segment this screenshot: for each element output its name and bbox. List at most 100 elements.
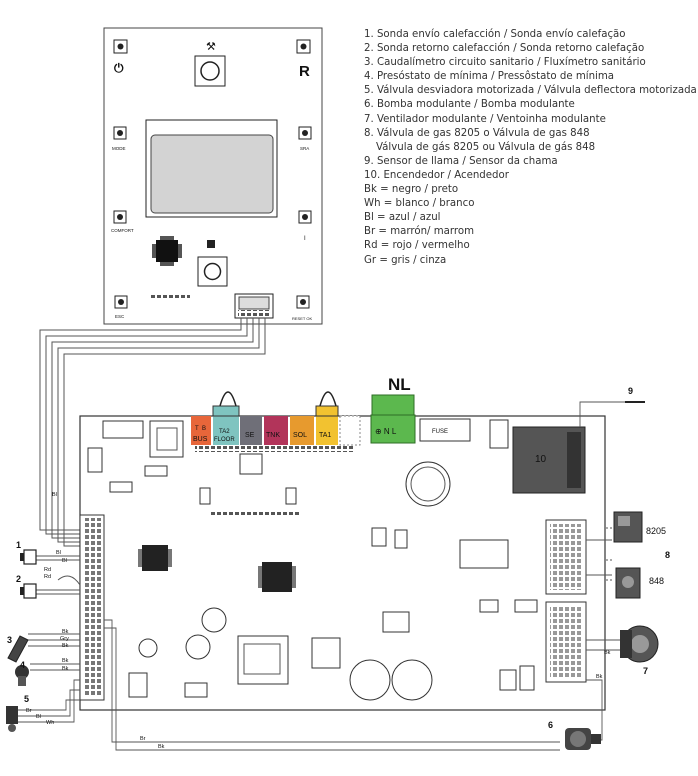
- callout-1: 1: [16, 540, 21, 550]
- svg-text:Rd: Rd: [44, 574, 51, 580]
- legend-item: 10. Encendedor / Acendedor: [364, 169, 509, 181]
- gas-valve-848: [615, 567, 641, 599]
- legend-item: Bl = azul / azul: [364, 212, 441, 224]
- callout-4: 4: [20, 660, 25, 670]
- svg-text:10: 10: [535, 454, 547, 465]
- power-button[interactable]: [113, 39, 128, 54]
- fan-7: [620, 625, 659, 663]
- svg-text:B: B: [202, 426, 206, 432]
- legend-item: Wh = blanco / branco: [364, 198, 475, 210]
- svg-text:Bl: Bl: [36, 714, 41, 720]
- panel-cable-connector: [234, 293, 274, 319]
- sra-label: SRA: [300, 146, 309, 151]
- panel-chip: [152, 236, 182, 266]
- mode-label: MODE: [112, 146, 126, 151]
- legend-item: 8. Válvula de gas 8205 o Válvula de gas …: [364, 127, 590, 139]
- r-label: R: [299, 63, 310, 80]
- reset-ok-button[interactable]: [296, 295, 310, 309]
- dhw-knob[interactable]: [194, 55, 226, 87]
- thermometer-icon: [207, 240, 215, 248]
- legend: 1. Sonda envío calefacción / Sonda envío…: [364, 28, 697, 268]
- svg-text:TNK: TNK: [266, 432, 280, 439]
- reset-ok-label: RESET OK: [292, 316, 312, 321]
- svg-text:Rd: Rd: [44, 567, 51, 573]
- legend-item: 7. Ventilador modulante / Ventoinha modu…: [364, 113, 606, 125]
- callout-9: 9: [628, 386, 633, 396]
- connector-ta1: TA1: [316, 416, 338, 445]
- esc-button[interactable]: [114, 295, 128, 309]
- legend-item: 4. Presóstato de mínima / Pressôstato de…: [364, 71, 615, 83]
- flowmeter-3: [7, 635, 29, 663]
- svg-text:TA1: TA1: [319, 432, 331, 439]
- legend-item: Gr = gris / cinza: [364, 254, 447, 266]
- pressure-switch-4: [15, 665, 29, 686]
- label-848: 848: [649, 576, 664, 586]
- nl-label: NL: [388, 375, 411, 394]
- igniter-module: 10: [512, 426, 586, 494]
- mains-connector: ⊕ N L: [370, 394, 416, 444]
- callout-5: 5: [24, 694, 29, 704]
- legend-item: Rd = rojo / vermelho: [364, 240, 470, 252]
- main-board: T B BUS TA2 FLOOR SE TNK SOL TA1: [79, 375, 606, 711]
- svg-text:TA2: TA2: [219, 429, 230, 435]
- connector-ta2-floor: TA2 FLOOR: [213, 416, 239, 445]
- peripheral-wires: [18, 401, 625, 751]
- pump-6: [565, 728, 601, 750]
- sensor-1: [20, 549, 37, 565]
- lcd-display: [145, 119, 278, 218]
- power-icon: ⏻: [114, 61, 124, 75]
- svg-text:Br: Br: [26, 708, 32, 714]
- svg-text:Bl: Bl: [56, 550, 61, 556]
- connector-se: SE: [240, 416, 262, 445]
- diverter-valve-5: [6, 706, 18, 732]
- legend-item: Bk = negro / preto: [364, 184, 459, 196]
- legend-item: Válvula de gás 8205 ou Válvula de gás 84…: [376, 141, 596, 153]
- legend-item: Br = marrón/ marrom: [364, 226, 474, 238]
- panel-cable: [39, 318, 266, 547]
- svg-text:Bl: Bl: [62, 558, 67, 564]
- svg-text:Bk: Bk: [62, 643, 69, 649]
- connector-sol: SOL: [290, 416, 314, 445]
- svg-text:Bk: Bk: [62, 629, 69, 635]
- svg-text:Bk: Bk: [604, 650, 611, 656]
- i-label: I: [304, 236, 306, 242]
- ch-knob[interactable]: [197, 256, 228, 287]
- svg-text:FLOOR: FLOOR: [214, 437, 235, 443]
- svg-text:Bk: Bk: [62, 658, 69, 664]
- callout-6: 6: [548, 720, 553, 730]
- svg-text:Bl: Bl: [52, 492, 57, 498]
- reset-r-button[interactable]: [296, 39, 311, 54]
- svg-text:Wh: Wh: [46, 720, 54, 726]
- info-button[interactable]: [298, 210, 312, 224]
- svg-text:Bk: Bk: [62, 666, 69, 672]
- callout-3: 3: [7, 635, 12, 645]
- svg-text:Gry: Gry: [60, 636, 69, 642]
- legend-item: 1. Sonda envío calefacción / Sonda envío…: [364, 29, 626, 40]
- svg-text:SOL: SOL: [293, 432, 307, 439]
- wire-labels: Bl Bl Bl Rd Rd Bk Gry Bk Bk Bk Br Bl Wh …: [26, 492, 611, 750]
- esc-label: ESC: [115, 314, 125, 319]
- callout-7: 7: [643, 666, 648, 676]
- connector-tnk: TNK: [264, 416, 288, 445]
- control-panel: ⏻ R ⚒ MODE SRA C: [103, 27, 323, 325]
- svg-text:⊕ N L: ⊕ N L: [375, 427, 397, 436]
- comfort-label: COMFORT: [111, 228, 134, 233]
- sra-button[interactable]: [298, 126, 312, 140]
- fuse-label: FUSE: [432, 429, 448, 435]
- svg-text:Br: Br: [140, 736, 146, 742]
- label-8205: 8205: [646, 526, 666, 536]
- mode-button[interactable]: [113, 126, 127, 140]
- callout-8: 8: [665, 550, 670, 560]
- callouts: 1 2 3 4 5 6 7 8 9 8205 848: [7, 386, 670, 730]
- legend-item: 5. Válvula desviadora motorizada / Válvu…: [364, 85, 697, 97]
- svg-text:Bk: Bk: [158, 744, 165, 750]
- comfort-button[interactable]: [113, 210, 127, 224]
- legend-item: 6. Bomba modulante / Bomba modulante: [364, 99, 575, 111]
- callout-2: 2: [16, 574, 21, 584]
- legend-item: 2. Sonda retorno calefacción / Sonda ret…: [364, 43, 645, 55]
- tap-icon: ⚒: [206, 41, 216, 53]
- svg-text:T: T: [195, 426, 199, 432]
- svg-text:BUS: BUS: [193, 436, 208, 443]
- legend-item: 3. Caudalímetro circuito sanitario / Flu…: [364, 57, 646, 69]
